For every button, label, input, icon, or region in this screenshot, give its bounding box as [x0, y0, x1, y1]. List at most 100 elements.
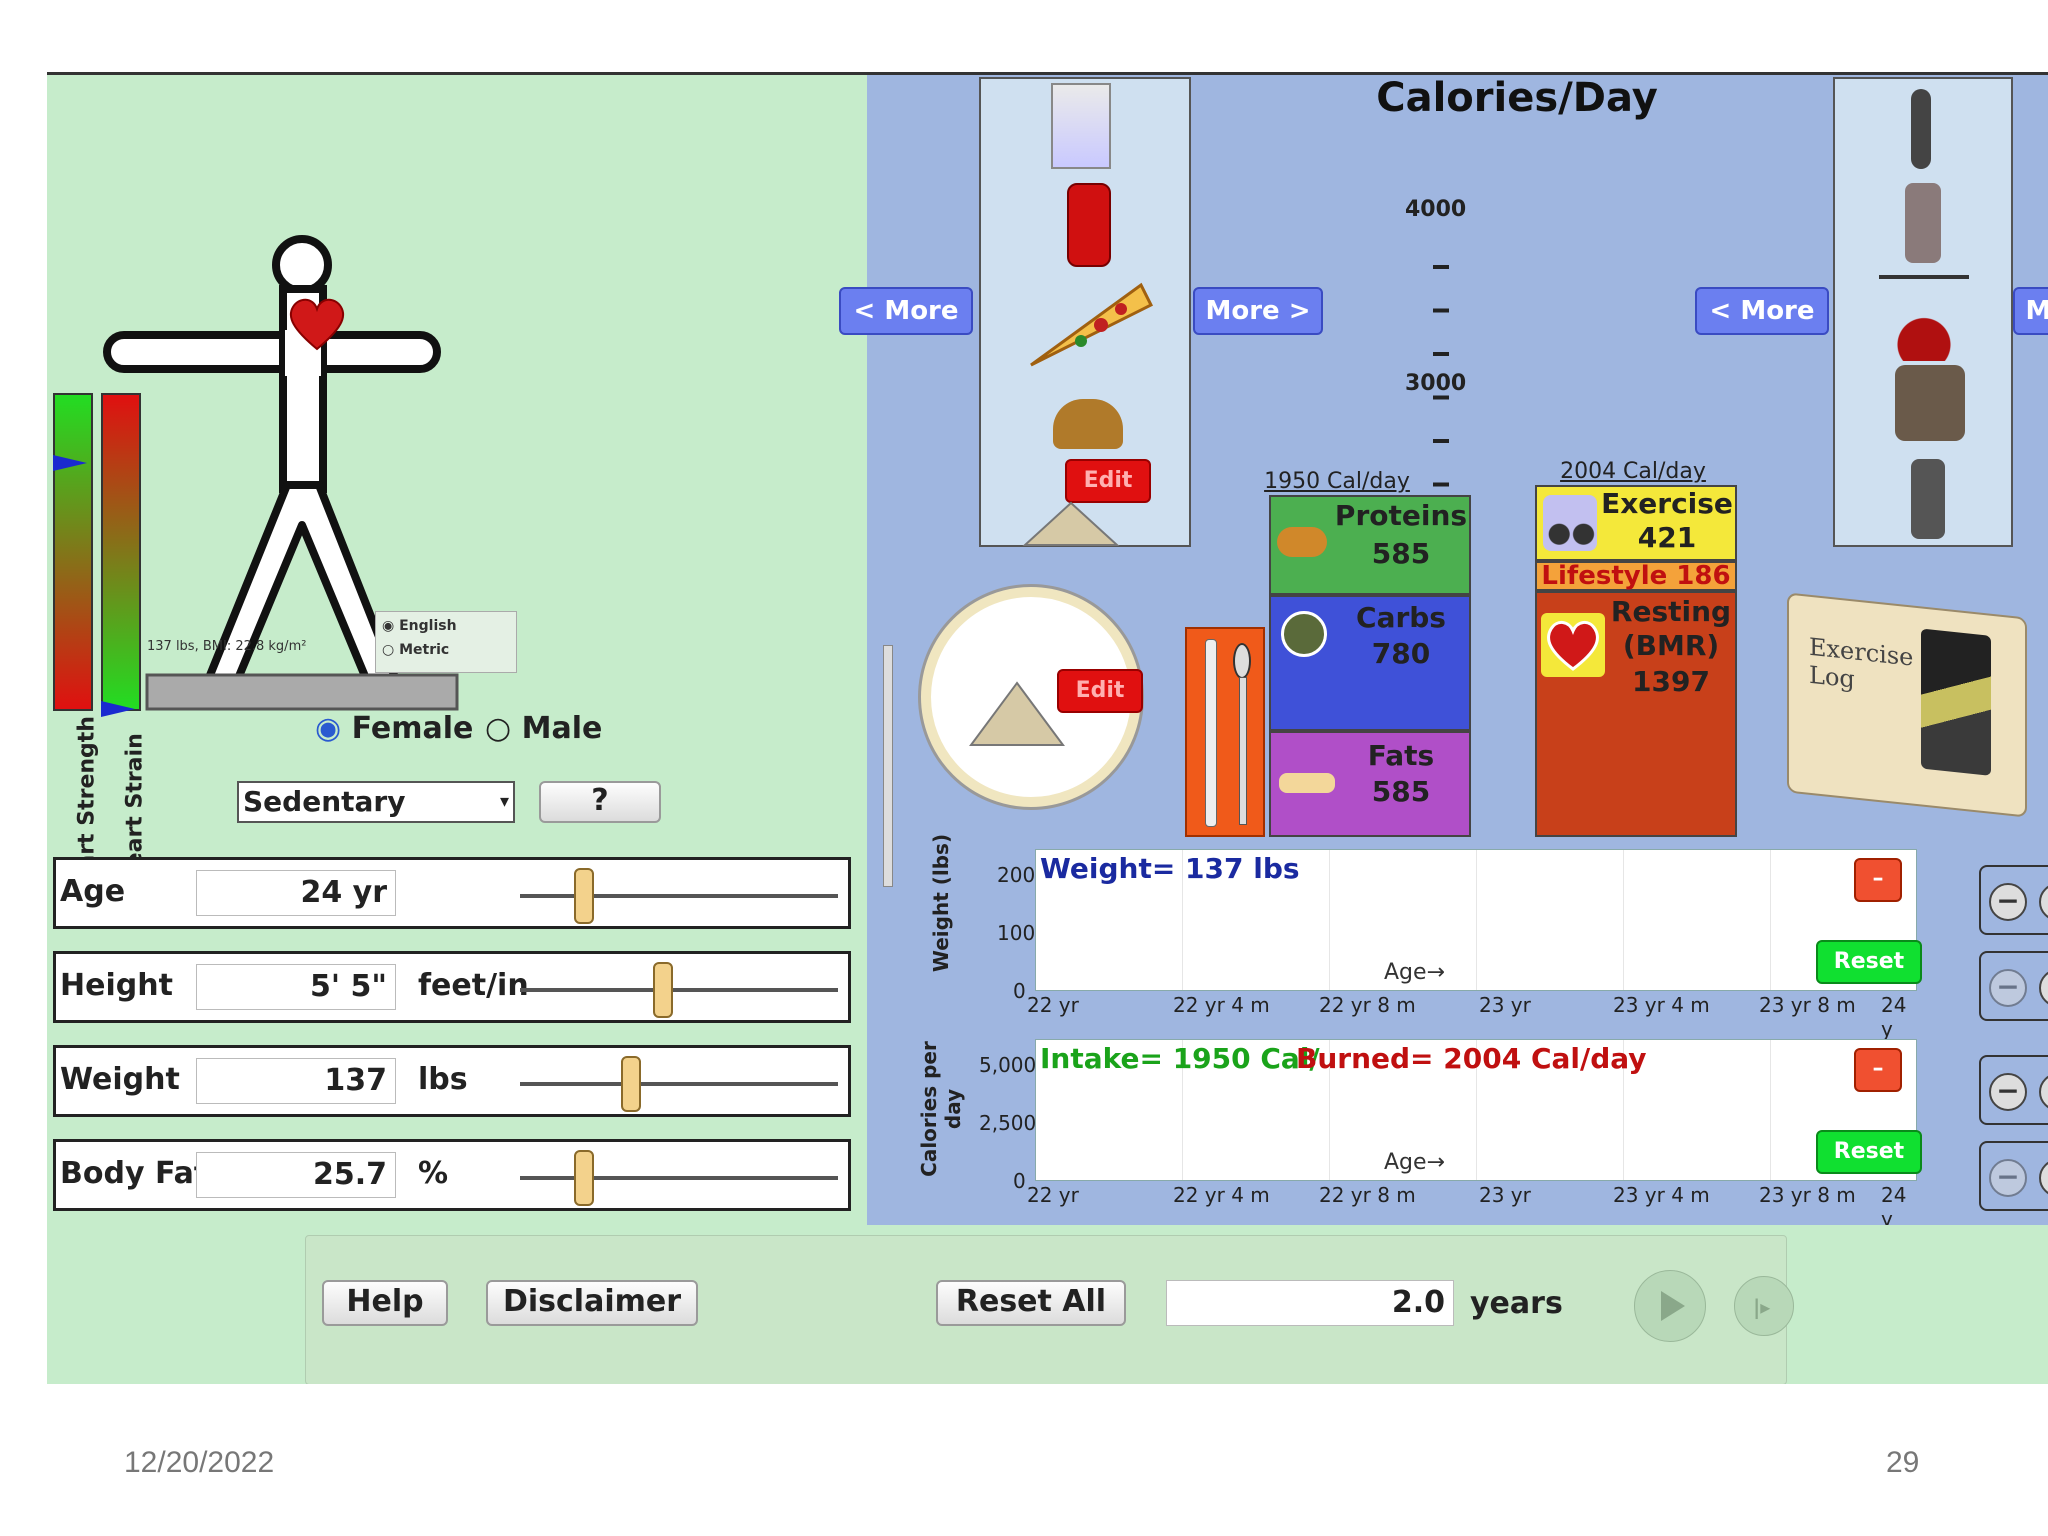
zoom-out-icon[interactable]: −	[1989, 883, 2027, 921]
intake-readout: Intake= 1950 Cal/	[1040, 1042, 1320, 1075]
cereal-icon[interactable]	[1051, 83, 1111, 169]
cyclist-icon	[1543, 495, 1597, 551]
resting-segment: Resting (BMR) 1397	[1535, 591, 1737, 837]
female-label: Female	[351, 711, 474, 746]
activity-value: Sedentary	[243, 785, 406, 818]
age-label: Age	[60, 874, 126, 909]
male-radio[interactable]: ○ Male	[485, 711, 602, 746]
female-radio[interactable]: ◉ Female	[315, 711, 473, 746]
proteins-segment: Proteins 585	[1269, 495, 1471, 595]
height-label: Height	[60, 968, 173, 1003]
weight-ytick-0: 0	[1013, 979, 1026, 1003]
resting-value: 1397	[1632, 665, 1710, 698]
resting-heart-icon	[1541, 613, 1605, 677]
heart-strain-bar	[101, 393, 141, 711]
help-button[interactable]: Help	[322, 1280, 448, 1326]
spoon-icon	[1233, 643, 1251, 679]
weight-slider-track[interactable]	[520, 1082, 838, 1086]
radio-selected-icon: ◉	[315, 711, 342, 746]
weight-vertical-zoom: − +	[1979, 865, 2048, 935]
carbs-value: 780	[1371, 637, 1431, 670]
units-metric-label: Metric	[399, 642, 450, 658]
activity-select[interactable]: Sedentary ▾	[237, 781, 515, 823]
calories-title: Calories/Day	[1376, 75, 1658, 121]
burger-meal-icon[interactable]	[1053, 399, 1123, 449]
exercise-log-book[interactable]: Exercise Log	[1787, 592, 2027, 818]
roast-chicken-icon	[1277, 527, 1327, 557]
bodyfat-slider-thumb[interactable]	[573, 1150, 594, 1206]
calories-collapse-button[interactable]: –	[1854, 1048, 1902, 1092]
zoom-out-icon[interactable]: −	[1989, 1073, 2027, 1111]
weight-field[interactable]: 137	[196, 1058, 396, 1104]
units-group: ◉ English ○ Metric	[375, 611, 517, 673]
calories-vertical-zoom: − +	[1979, 1055, 2048, 1125]
spoon-handle-icon	[1239, 677, 1247, 825]
weight-label: Weight	[60, 1062, 180, 1097]
zoom-in-icon[interactable]: +	[2039, 883, 2048, 921]
units-english-radio[interactable]: ◉ English	[382, 618, 457, 634]
fats-value: 585	[1371, 775, 1431, 808]
reset-all-button[interactable]: Reset All	[936, 1280, 1126, 1326]
food-edit-button[interactable]: Edit	[1065, 459, 1151, 503]
radio-empty-icon: ○	[485, 711, 512, 746]
weight-xtick: 22 yr 4 m	[1173, 993, 1270, 1017]
walking-icon[interactable]	[1911, 89, 1931, 169]
exercise-value: 421	[1637, 521, 1697, 554]
exercise-more-left-button[interactable]: < More	[1695, 287, 1829, 335]
zoom-out-icon[interactable]: −	[1989, 969, 2027, 1007]
weight-reset-button[interactable]: Reset	[1816, 940, 1922, 984]
age-slider-track[interactable]	[520, 894, 838, 898]
zoom-out-icon[interactable]: −	[1989, 1159, 2027, 1197]
bodyfat-label: Body Fat	[60, 1156, 209, 1191]
lawnmower-icon[interactable]	[1879, 275, 1969, 361]
plate-edit-button[interactable]: Edit	[1057, 669, 1143, 713]
height-field[interactable]: 5' 5"	[196, 964, 396, 1010]
pizza-icon[interactable]	[1021, 275, 1161, 375]
age-slider-thumb[interactable]	[573, 868, 594, 924]
heart-icon	[289, 298, 345, 351]
weight-unit: lbs	[418, 1062, 468, 1097]
height-unit: feet/in	[418, 968, 529, 1003]
zoom-in-icon[interactable]: +	[2039, 1073, 2048, 1111]
bodyfat-slider-track[interactable]	[520, 1176, 838, 1180]
activity-help-button[interactable]: ?	[539, 781, 661, 823]
gardening-icon[interactable]	[1895, 365, 1965, 441]
intake-header: 1950 Cal/day	[1264, 469, 1410, 494]
food-more-right-button[interactable]: More >	[1193, 287, 1323, 335]
exercise-segment: Exercise 421	[1535, 485, 1737, 561]
calories-ytick-0: 0	[1013, 1169, 1026, 1193]
chevron-down-icon: ▾	[499, 791, 509, 812]
duration-field[interactable]: 2.0	[1166, 1280, 1454, 1326]
bodyfat-row: Body Fat 25.7 %	[53, 1139, 851, 1211]
vacuum-icon[interactable]	[1911, 459, 1945, 539]
zoom-in-icon[interactable]: +	[2039, 969, 2048, 1007]
zoom-in-icon[interactable]: +	[2039, 1159, 2048, 1197]
burned-readout: Burned= 2004 Cal/day	[1296, 1042, 1647, 1075]
bottom-toolbar: Help Disclaimer Reset All 2.0 years |▸	[47, 1225, 2048, 1384]
weight-collapse-button[interactable]: –	[1854, 858, 1902, 902]
age-field[interactable]: 24 yr	[196, 870, 396, 916]
units-metric-radio[interactable]: ○ Metric	[382, 642, 449, 658]
calories-reset-button[interactable]: Reset	[1816, 1130, 1922, 1174]
step-button[interactable]: |▸	[1734, 1276, 1794, 1336]
height-row: Height 5' 5" feet/in	[53, 951, 851, 1023]
burned-header: 2004 Cal/day	[1560, 459, 1706, 484]
play-button[interactable]	[1634, 1270, 1706, 1342]
weight-graph-ylabel: Weight (lbs)	[929, 833, 953, 973]
weight-xtick: 23 yr 4 m	[1613, 993, 1710, 1017]
exercise-more-right-button[interactable]: More >	[2013, 287, 2048, 335]
fats-segment: Fats 585	[1269, 731, 1471, 837]
disclaimer-button[interactable]: Disclaimer	[486, 1280, 698, 1326]
height-slider-track[interactable]	[520, 988, 838, 992]
exercise-log-label: Exercise Log	[1809, 632, 1914, 694]
stroller-icon[interactable]	[1905, 183, 1941, 263]
height-slider-thumb[interactable]	[653, 962, 674, 1018]
bodyfat-field[interactable]: 25.7	[196, 1152, 396, 1198]
soda-can-icon[interactable]	[1067, 183, 1111, 267]
fork-icon	[883, 645, 893, 887]
weight-slider-thumb[interactable]	[621, 1056, 642, 1112]
weight-row: Weight 137 lbs	[53, 1045, 851, 1117]
male-label: Male	[521, 711, 603, 746]
units-english-label: English	[399, 618, 457, 634]
food-more-left-button[interactable]: < More	[839, 287, 973, 335]
